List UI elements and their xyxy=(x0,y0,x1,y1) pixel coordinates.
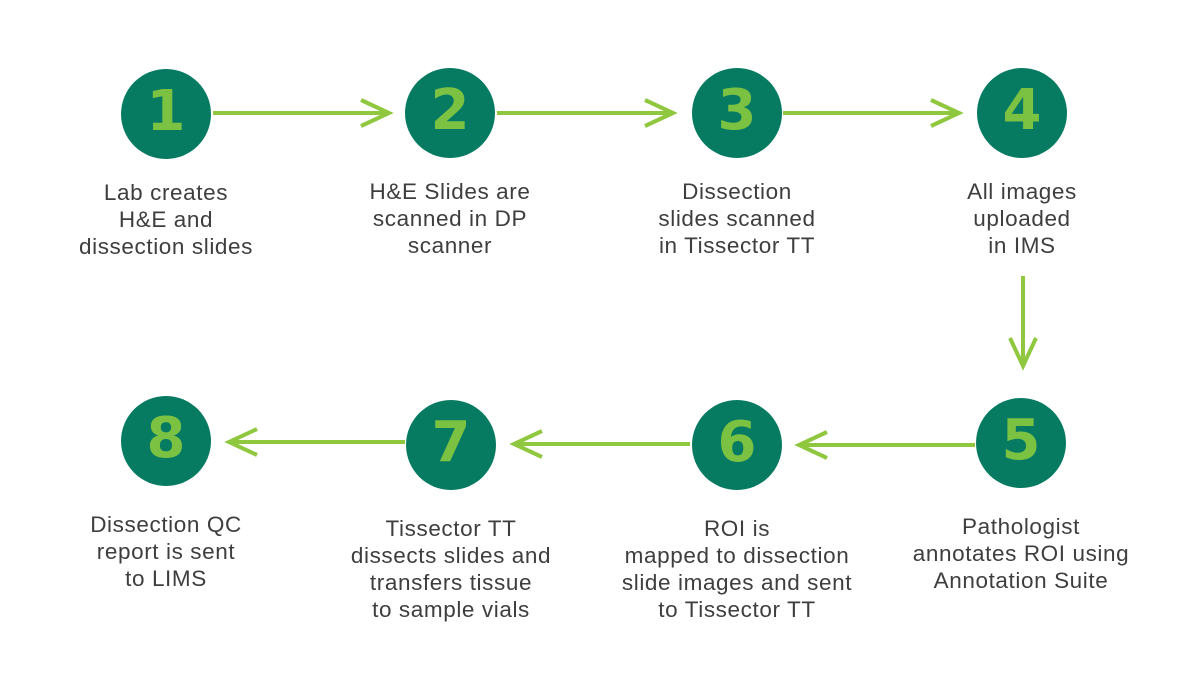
step-1-circle: 1 xyxy=(121,69,211,159)
step-3: 3 Dissection slides scanned in Tissector… xyxy=(597,68,877,259)
step-4-label-line: All images xyxy=(967,179,1077,204)
step-3-label-line: slides scanned xyxy=(658,206,816,231)
step-1-label-line: dissection slides xyxy=(78,234,254,259)
step-6: 6 ROI is mapped to dissection slide imag… xyxy=(597,400,877,623)
step-3-label-line: Dissection xyxy=(682,179,792,204)
step-8: 8 Dissection QC report is sent to LIMS xyxy=(26,396,306,592)
step-6-circle: 6 xyxy=(692,400,782,490)
step-4-label-line: in IMS xyxy=(988,233,1056,258)
step-8-label: Dissection QC report is sent to LIMS xyxy=(90,511,242,592)
step-2-label: H&E Slides are scanned in DP scanner xyxy=(370,178,531,259)
step-2-label-line: scanned in DP xyxy=(372,206,528,231)
step-8-number: 8 xyxy=(146,406,186,471)
step-7-label-line: dissects slides and xyxy=(350,543,552,568)
arrow-left-icon-step7-to-step8 xyxy=(224,427,405,457)
step-5-number: 5 xyxy=(1001,408,1041,473)
arrow-left-icon-step6-to-step7 xyxy=(509,429,690,459)
step-3-circle: 3 xyxy=(692,68,782,158)
step-2-label-line: H&E Slides are xyxy=(369,179,531,204)
step-4-label: All images uploaded in IMS xyxy=(967,178,1077,259)
step-5-label-line: Pathologist xyxy=(962,514,1080,539)
step-8-label-line: to LIMS xyxy=(125,566,207,591)
arrow-down-icon-step4-to-step5 xyxy=(1008,276,1038,371)
step-3-label: Dissection slides scanned in Tissector T… xyxy=(658,178,815,259)
step-6-label-line: ROI is xyxy=(703,516,771,541)
step-2-label-line: scanner xyxy=(407,233,493,258)
step-8-circle: 8 xyxy=(121,396,211,486)
step-5-circle: 5 xyxy=(976,398,1066,488)
step-1-number: 1 xyxy=(146,79,186,144)
step-6-label: ROI is mapped to dissection slide images… xyxy=(622,515,852,623)
step-3-label-line: in Tissector TT xyxy=(658,233,816,258)
step-6-label-line: slide images and sent xyxy=(621,570,853,595)
step-2-number: 2 xyxy=(430,78,470,143)
step-2-circle: 2 xyxy=(405,68,495,158)
step-5: 5 Pathologist annotates ROI using Annota… xyxy=(881,398,1161,594)
step-4: 4 All images uploaded in IMS xyxy=(882,68,1162,259)
step-1: 1 Lab creates H&E and dissection slides xyxy=(26,69,306,260)
step-1-label-line: Lab creates xyxy=(103,180,229,205)
step-7: 7 Tissector TT dissects slides and trans… xyxy=(311,400,591,623)
step-6-number: 6 xyxy=(717,410,757,475)
step-1-label: Lab creates H&E and dissection slides xyxy=(79,179,253,260)
step-5-label-line: annotates ROI using xyxy=(912,541,1130,566)
step-7-number: 7 xyxy=(431,410,471,475)
step-7-label-line: to sample vials xyxy=(372,597,530,622)
step-7-circle: 7 xyxy=(406,400,496,490)
step-5-label-line: Annotation Suite xyxy=(933,568,1109,593)
step-7-label: Tissector TT dissects slides and transfe… xyxy=(351,515,551,623)
step-7-label-line: transfers tissue xyxy=(369,570,533,595)
arrow-left-icon-step5-to-step6 xyxy=(794,430,975,460)
step-2: 2 H&E Slides are scanned in DP scanner xyxy=(310,68,590,259)
step-8-label-line: Dissection QC xyxy=(90,512,242,537)
step-7-label-line: Tissector TT xyxy=(385,516,517,541)
step-6-label-line: to Tissector TT xyxy=(658,597,816,622)
arrow-right-icon-step3-to-step4 xyxy=(783,98,964,128)
step-5-label: Pathologist annotates ROI using Annotati… xyxy=(913,513,1130,594)
step-4-label-line: uploaded xyxy=(973,206,1071,231)
step-6-label-line: mapped to dissection xyxy=(624,543,850,568)
step-3-number: 3 xyxy=(717,78,757,143)
step-4-circle: 4 xyxy=(977,68,1067,158)
step-8-label-line: report is sent xyxy=(96,539,236,564)
arrow-right-icon-step2-to-step3 xyxy=(497,98,678,128)
step-1-label-line: H&E and xyxy=(118,207,214,232)
arrow-right-icon-step1-to-step2 xyxy=(213,98,394,128)
step-4-number: 4 xyxy=(1002,78,1042,143)
